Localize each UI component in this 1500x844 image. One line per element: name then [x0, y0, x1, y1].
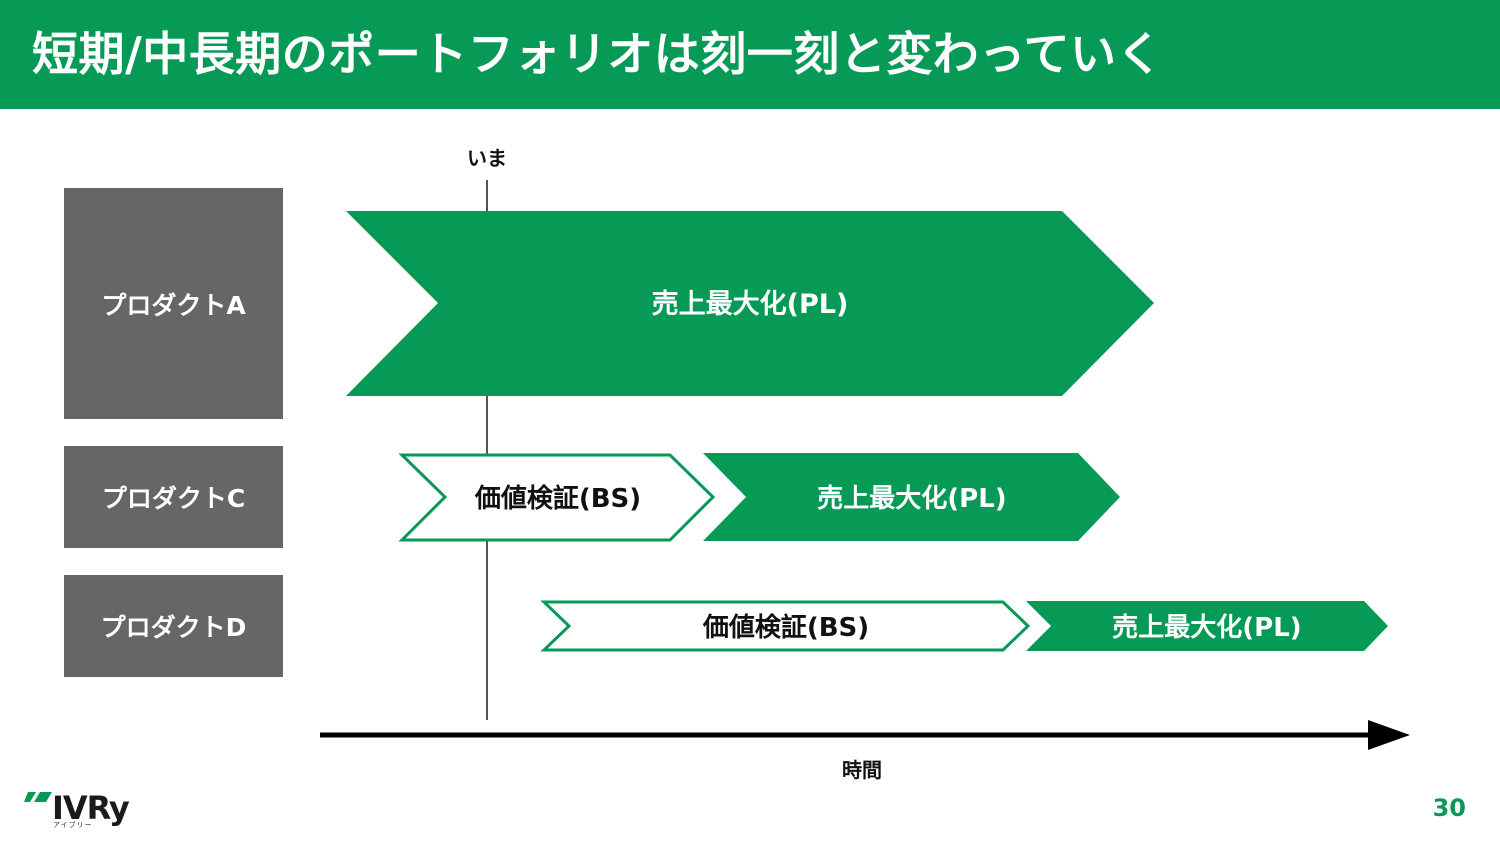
- phase-c-bs-label: 価値検証(BS): [474, 483, 641, 514]
- product-d-label: プロダクトD: [100, 613, 247, 642]
- product-a-box: プロダクトA: [64, 188, 283, 419]
- product-d-box: プロダクトD: [64, 575, 283, 677]
- phase-c-pl-label: 売上最大化(PL): [817, 484, 1006, 514]
- page-title: 短期/中長期のポートフォリオは刻一刻と変わっていく: [32, 27, 1164, 81]
- phase-d-bs-chevron: [540, 600, 1031, 652]
- phase-c-pl-chevron: [703, 453, 1120, 541]
- phase-d-pl-label: 売上最大化(PL): [1112, 613, 1301, 643]
- phase-c-bs-chevron: [398, 453, 716, 542]
- now-label: いま: [467, 146, 507, 170]
- page-number: 30: [1432, 794, 1466, 822]
- phase-d-bs-label: 価値検証(BS): [702, 612, 869, 643]
- time-axis-arrowhead: [1368, 720, 1410, 750]
- company-logo: IVRy アイブリー: [24, 790, 144, 830]
- logo-subtext: アイブリー: [53, 821, 93, 829]
- header-bar: 短期/中長期のポートフォリオは刻一刻と変わっていく: [0, 0, 1500, 109]
- phase-a-pl-label: 売上最大化(PL): [652, 289, 849, 320]
- product-c-label: プロダクトC: [101, 484, 246, 513]
- product-a-label: プロダクトA: [101, 290, 246, 320]
- phase-d-pl-chevron: [1026, 601, 1388, 651]
- logo-wordmark: IVRy: [52, 789, 130, 827]
- logo-mark-icon: [24, 792, 52, 802]
- product-c-box: プロダクトC: [64, 446, 283, 548]
- phase-a-pl-chevron: [346, 211, 1154, 396]
- time-axis-label: 時間: [842, 758, 882, 782]
